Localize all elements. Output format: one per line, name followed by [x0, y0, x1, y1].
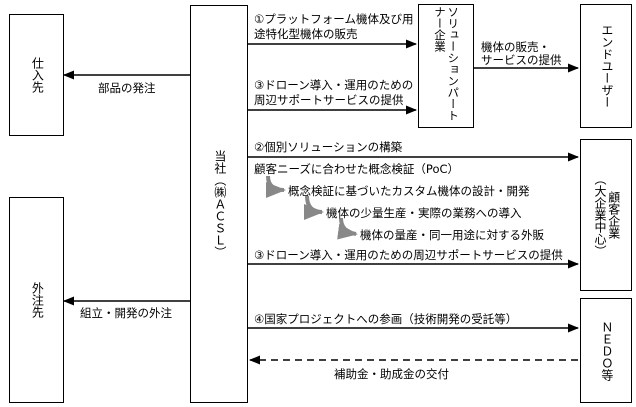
company-box: 当社（㈱ＡＣＳＬ） [190, 5, 248, 403]
flow1-label-line1: ①プラットフォーム機体及び用 [254, 12, 414, 26]
poc-label: 顧客ニーズに合わせた概念検証（PoC） [254, 162, 460, 176]
company-label: 当社（㈱ＡＣＳＬ） [212, 150, 227, 258]
flow3a-label-line2: 周辺サポートサービスの提供 [254, 93, 404, 107]
client-company-label: 顧客企業 [606, 191, 621, 239]
partner-sales-label-line1: 機体の販売・ [481, 40, 550, 54]
flow3a-label-line1: ③ドローン導入・運用のための [254, 78, 414, 92]
solution-partner-label: ソリューションパートナー企業 [433, 6, 461, 121]
flow3b-label: ③ドローン導入・運用のための周辺サポートサービスの提供 [254, 248, 563, 262]
solution-partner-box: ソリューションパートナー企業 [418, 4, 474, 128]
step-arrow-3 [337, 217, 358, 240]
partner-sales-label-line2: サービスの提供 [481, 53, 562, 67]
client-company-box: 顧客企業 （大企業中心） [580, 139, 632, 291]
end-user-box: エンドユーザー [580, 4, 632, 128]
client-company-sublabel: （大企業中心） [593, 173, 607, 257]
supplier-box: 仕入先 [9, 14, 64, 136]
flow4-label: ④国家プロジェクトへの参画（技術開発の受託等） [254, 312, 518, 326]
outsourcer-label: 外注先 [30, 282, 45, 318]
flow2-label: ②個別ソリューションの構築 [254, 140, 403, 154]
step-arrow-2 [303, 195, 324, 220]
subsidy-label: 補助金・助成金の交付 [334, 367, 449, 381]
small-production-label: 機体の少量生産・実際の業務への導入 [326, 206, 522, 220]
nedo-box: ＮＥＤＯ等 [580, 298, 632, 403]
end-user-label: エンドユーザー [599, 24, 614, 108]
assembly-outsourcing-label: 組立・開発の外注 [80, 306, 172, 320]
custom-design-label: 概念検証に基づいたカスタム機体の設計・開発 [288, 184, 530, 198]
flow1-label-line2: 途特化型機体の販売 [254, 27, 358, 41]
step-arrow-1 [265, 175, 286, 198]
parts-order-label: 部品の発注 [98, 81, 156, 95]
mass-production-label: 機体の量産・同一用途に対する外販 [360, 228, 544, 242]
nedo-label: ＮＥＤＯ等 [599, 320, 614, 381]
supplier-label: 仕入先 [30, 57, 45, 93]
outsourcer-box: 外注先 [9, 197, 64, 403]
